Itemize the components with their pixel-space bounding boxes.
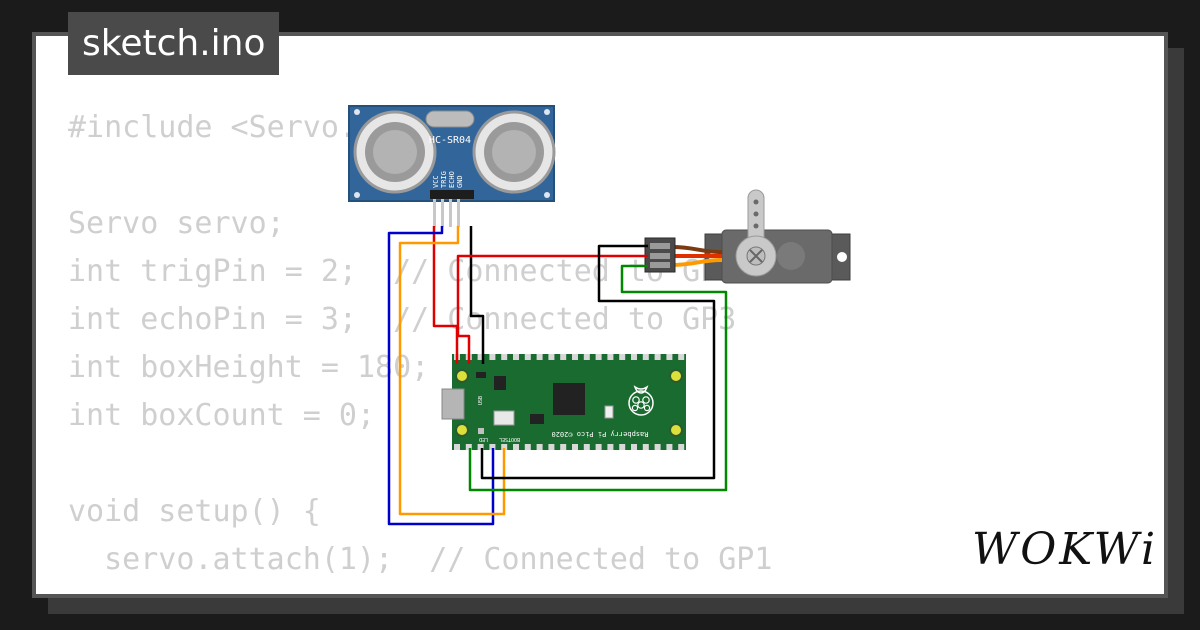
pico-pin[interactable] — [572, 354, 578, 360]
pico-pin[interactable] — [666, 444, 673, 450]
ultrasonic-sensor-icon[interactable]: HC-SR04 VCC TRIG ECHO GND — [348, 105, 556, 227]
pico-pin[interactable] — [513, 354, 519, 360]
wire-servo-signal — [468, 264, 728, 492]
sensor-crystal — [425, 110, 475, 128]
pico-pin[interactable] — [465, 444, 472, 450]
pico-pin[interactable] — [595, 354, 602, 360]
wire-trig — [387, 226, 495, 526]
wire-vcc — [432, 226, 459, 364]
pico-pin[interactable] — [524, 354, 531, 360]
sensor-model-label: HC-SR04 — [429, 135, 471, 146]
pico-mount-hole — [669, 423, 683, 437]
pico-pin[interactable] — [489, 354, 496, 360]
pico-pin[interactable] — [477, 444, 484, 450]
code-line: void setup() { — [68, 494, 321, 529]
pico-pin[interactable] — [548, 444, 555, 450]
code-line: servo.attach(1); // Connected to GP1 — [68, 542, 773, 577]
code-line: int boxCount = 0; — [68, 398, 376, 433]
pico-usb-port — [441, 388, 465, 420]
pico-pin[interactable] — [501, 444, 508, 450]
sensor-transducer-right — [472, 110, 556, 194]
pico-pin[interactable] — [536, 354, 543, 360]
pico-pin[interactable] — [477, 354, 484, 360]
pico-mount-hole — [455, 423, 469, 437]
pico-pin[interactable] — [631, 444, 637, 450]
code-line: int boxHeight = 180; — [68, 350, 430, 385]
servo-cable — [671, 245, 723, 267]
pico-pin[interactable] — [642, 444, 649, 450]
pico-pin[interactable] — [536, 444, 543, 450]
pico-pin[interactable] — [642, 354, 649, 360]
pico-bootsel-mark: BOOTSEL — [499, 436, 520, 442]
sensor-mount-hole — [354, 109, 360, 115]
pico-pin[interactable] — [619, 444, 626, 450]
sensor-pin-label-vcc: VCC — [432, 175, 440, 188]
pico-mount-hole — [455, 369, 469, 383]
servo-mount-hole — [837, 252, 847, 262]
servo-connector[interactable] — [644, 237, 676, 273]
pico-led-mark: LED — [479, 436, 488, 442]
raspberry-logo-icon — [628, 385, 654, 416]
pico-pin[interactable] — [607, 444, 614, 450]
sensor-mount-hole — [354, 192, 360, 198]
sensor-pins — [433, 199, 460, 227]
wire-servo-power — [456, 254, 648, 364]
pico-pin[interactable] — [454, 444, 460, 450]
code-line: Servo servo; — [68, 206, 285, 241]
pico-pin[interactable] — [501, 354, 508, 360]
sensor-mount-hole — [544, 109, 550, 115]
pico-pin[interactable] — [560, 354, 567, 360]
wires — [387, 226, 728, 526]
sensor-pin-label-trig: TRIG — [440, 171, 448, 188]
sensor-header — [430, 190, 474, 199]
pico-board-label: Raspberry Pi Pico ©2020 — [552, 430, 649, 438]
pico-pin[interactable] — [654, 444, 661, 450]
pico-pin[interactable] — [619, 354, 626, 360]
file-name-tab: sketch.ino — [68, 12, 280, 75]
wire-gnd — [469, 226, 485, 364]
pico-pin[interactable] — [583, 354, 590, 360]
pico-board-icon[interactable]: Raspberry Pi Pico ©2020 USB BOOTSEL LED — [441, 354, 686, 450]
sensor-pin-label-echo: ECHO — [448, 171, 456, 188]
code-line: pinMode(trigPin, OUTPUT); — [68, 584, 772, 594]
pico-pin[interactable] — [607, 354, 614, 360]
pico-pin[interactable] — [678, 354, 685, 360]
wire-echo — [398, 226, 506, 516]
sensor-transducer-left — [353, 110, 437, 194]
pico-pin[interactable] — [572, 444, 578, 450]
code-line: int echoPin = 3; // Connected to GP3 — [68, 302, 737, 337]
sensor-mount-hole — [544, 192, 550, 198]
pico-pin[interactable] — [583, 444, 590, 450]
pico-pin[interactable] — [631, 354, 637, 360]
pico-pin[interactable] — [595, 444, 602, 450]
pico-pin[interactable] — [513, 444, 519, 450]
pico-rp2040-chip — [553, 383, 585, 415]
pico-pin[interactable] — [524, 444, 531, 450]
pico-mount-hole — [669, 369, 683, 383]
pico-bootsel-button — [493, 410, 515, 426]
wokwi-logo: WOKWi — [972, 524, 1159, 575]
pico-pin[interactable] — [489, 444, 496, 450]
pico-pin[interactable] — [560, 444, 567, 450]
sensor-pin-label-gnd: GND — [456, 175, 464, 188]
pico-pin[interactable] — [678, 444, 685, 450]
pico-pin[interactable] — [548, 354, 555, 360]
pico-usb-mark: USB — [478, 396, 484, 405]
servo-motor-icon[interactable] — [704, 189, 851, 284]
pico-pin[interactable] — [666, 354, 673, 360]
pico-pin[interactable] — [654, 354, 661, 360]
servo-gear — [777, 242, 805, 270]
wire-servo-ground — [480, 244, 716, 480]
